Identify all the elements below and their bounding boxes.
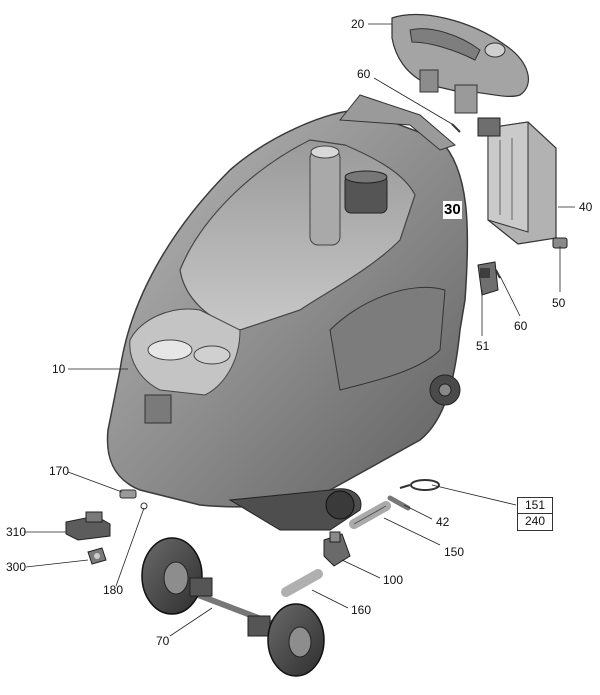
callout-180: 180 <box>103 583 124 597</box>
callout-51: 51 <box>476 339 490 353</box>
callout-40: 40 <box>579 200 593 214</box>
fitting-part <box>119 489 137 499</box>
switch-part <box>477 261 499 296</box>
bracket-part-100 <box>323 531 351 567</box>
callout-100: 100 <box>383 573 404 587</box>
callout-50: 50 <box>552 296 566 310</box>
axle-rod-part-160 <box>281 569 323 597</box>
callout-42: 42 <box>436 515 450 529</box>
rod-part-150 <box>349 501 391 529</box>
pin-part-42 <box>387 495 411 511</box>
leader-lines <box>24 23 575 637</box>
callout-60-top: 60 <box>357 67 371 81</box>
callout-30: 30 <box>443 201 462 219</box>
callout-150: 150 <box>444 545 465 559</box>
callout-20: 20 <box>351 17 365 31</box>
plug-part <box>65 511 111 541</box>
handle-assembly <box>391 13 529 114</box>
callout-10: 10 <box>52 362 66 376</box>
hose-loop-part <box>399 479 440 491</box>
wheel-axle-assembly <box>141 537 325 677</box>
control-box <box>477 117 557 245</box>
callout-160: 160 <box>351 603 372 617</box>
main-tank-body <box>106 94 469 531</box>
callout-170: 170 <box>49 464 70 478</box>
callout-240: 240 <box>524 514 546 528</box>
callout-300: 300 <box>6 560 27 574</box>
callout-310: 310 <box>6 525 27 539</box>
callout-151: 151 <box>518 498 552 514</box>
callout-151-240-box: 151 240 <box>517 497 553 531</box>
callout-60-mid: 60 <box>514 319 528 333</box>
small-clip-part <box>87 547 107 565</box>
callout-70: 70 <box>156 634 170 648</box>
